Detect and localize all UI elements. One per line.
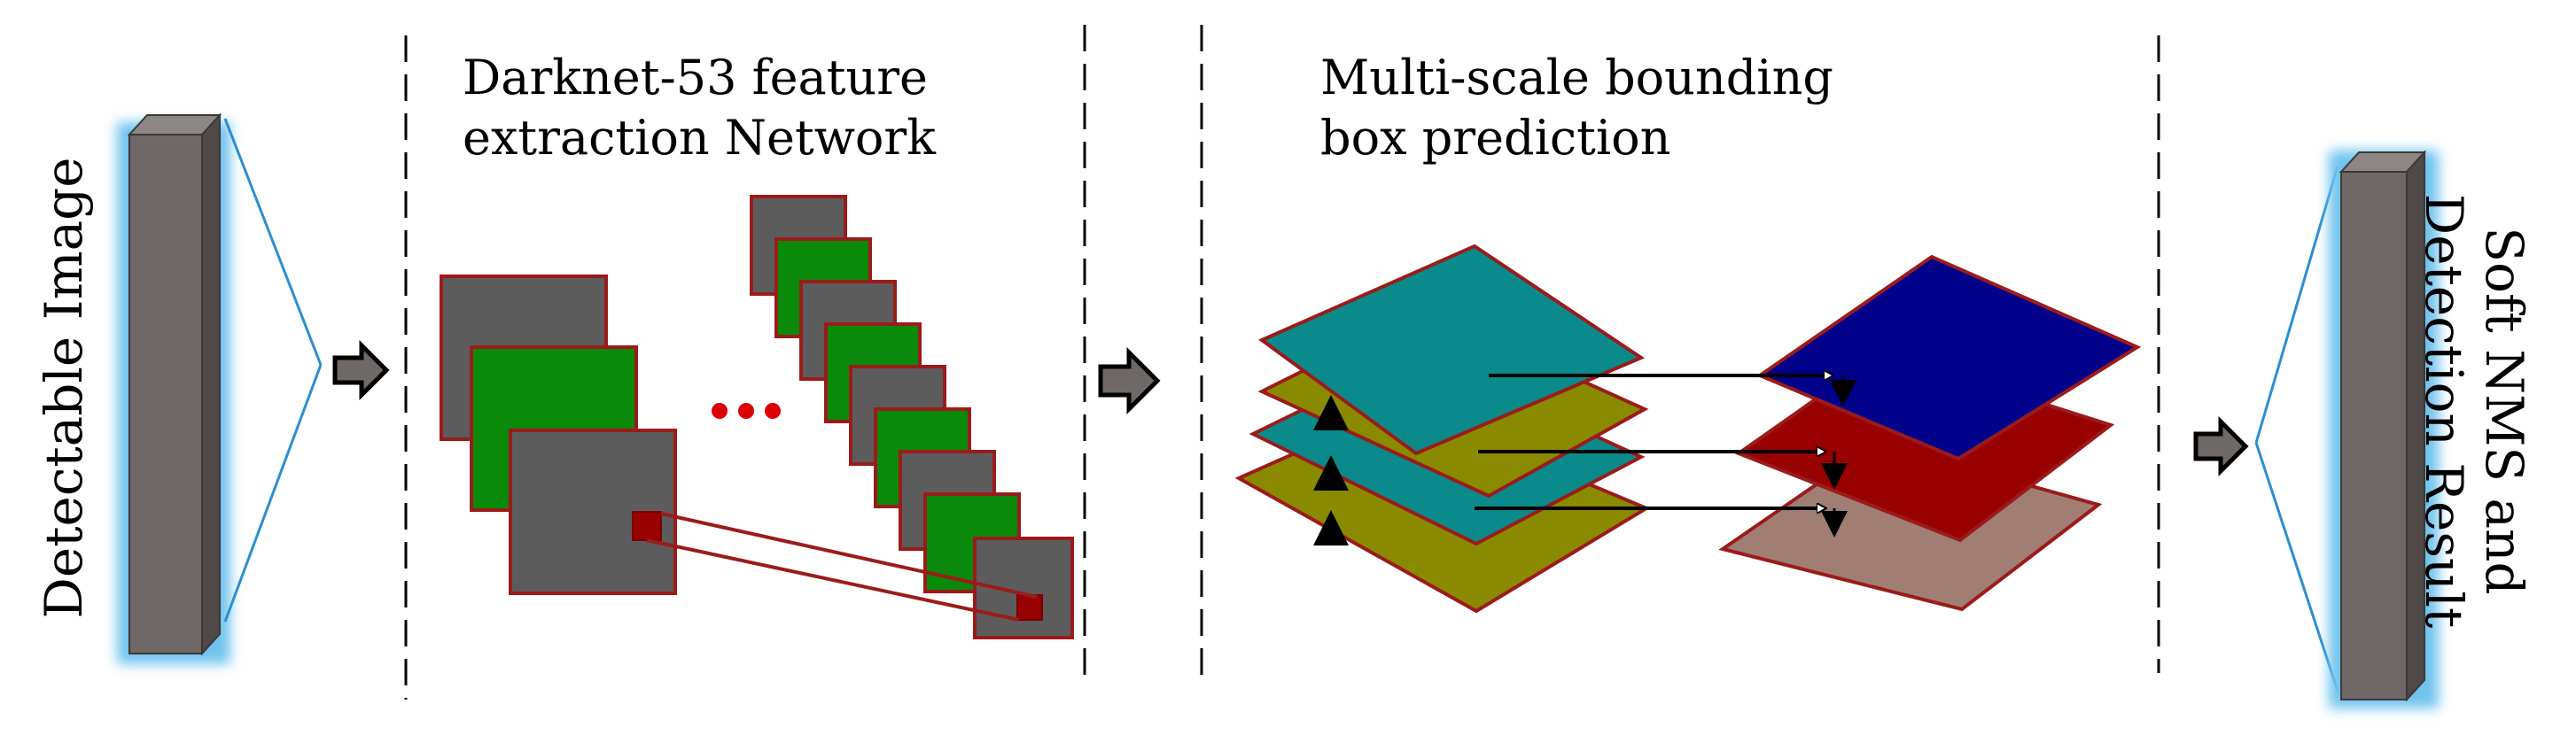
darknet-title-line1: Darknet-53 feature <box>463 50 928 105</box>
result-label-line2: Detection Result <box>2414 194 2474 628</box>
multiscale-title-line2: box prediction <box>1320 110 1670 166</box>
darknet-section: Darknet-53 feature extraction Network <box>440 50 1074 639</box>
ellipsis-dots-icon <box>712 403 781 419</box>
input-section: Detectable Image <box>34 112 323 664</box>
layer-teal-top <box>1258 244 1646 456</box>
result-fan-line-top <box>2254 166 2339 444</box>
output-layer-navy <box>1755 254 2142 461</box>
fan-line-bottom <box>223 364 323 623</box>
multiscale-section: Multi-scale bounding box prediction <box>1234 50 2142 614</box>
receptive-field-link <box>632 511 1043 622</box>
right-arrow-icon <box>1475 375 1856 538</box>
darknet-title-line2: extraction Network <box>463 110 937 166</box>
result-label-line1: Soft NMS and <box>2474 227 2534 594</box>
fan-line-top <box>223 118 323 366</box>
block-arrow-icon <box>1098 346 1161 415</box>
result-block <box>2339 150 2427 702</box>
multiscale-title-line1: Multi-scale bounding <box>1320 50 1833 105</box>
block-arrow-icon <box>332 339 390 401</box>
result-section: Soft NMS and Detection Result <box>2193 150 2534 708</box>
result-fan-line-bottom <box>2254 442 2339 692</box>
input-block <box>127 112 222 656</box>
block-arrow-icon <box>2193 415 2249 477</box>
input-image-label: Detectable Image <box>34 157 94 618</box>
